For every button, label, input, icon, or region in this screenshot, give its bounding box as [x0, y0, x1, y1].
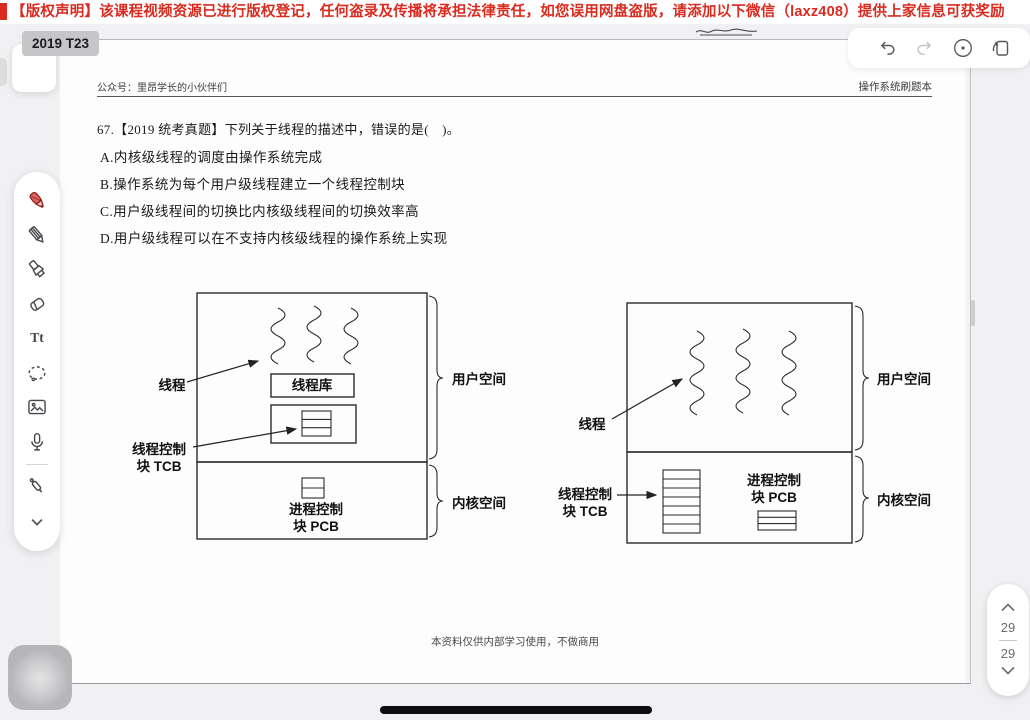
laser-pointer-icon — [29, 478, 43, 493]
redo-button[interactable] — [914, 37, 936, 59]
document-tab-label: 2019 T23 — [32, 36, 90, 51]
microphone-tool[interactable] — [22, 427, 52, 457]
chevron-down-icon — [31, 518, 43, 526]
rotate-page-icon — [992, 40, 1009, 56]
highlighter-tool[interactable] — [22, 254, 52, 284]
page-number-divider — [999, 639, 1017, 641]
eraser-icon — [30, 297, 45, 311]
undo-icon — [880, 41, 895, 55]
page-header-rule — [97, 96, 932, 97]
pen-icon — [29, 191, 44, 208]
document-page: 公众号：里昂学长的小伙伴们 操作系统刷题本 67.【2019 统考真题】下列关于… — [60, 39, 971, 684]
edge-handle[interactable] — [0, 58, 7, 86]
current-page-number: 29 — [1000, 619, 1016, 635]
home-indicator-bar[interactable] — [380, 706, 652, 714]
footer-note: 本资料仅供内部学习使用，不做商用 — [431, 637, 599, 648]
drawing-tool-palette: Tt — [14, 172, 60, 551]
lasso-select-tool[interactable] — [22, 358, 52, 388]
pencil-icon — [28, 225, 44, 243]
redo-icon — [917, 41, 932, 55]
option-b: B.操作系统为每个用户级线程建立一个线程控制块 — [100, 177, 406, 192]
banner-marquee-fragment — [0, 3, 7, 20]
undo-button[interactable] — [876, 37, 898, 59]
text-tool[interactable]: Tt — [22, 323, 52, 353]
collapse-palette-button[interactable] — [22, 507, 52, 537]
laser-dot-button[interactable] — [952, 37, 974, 59]
question-text: 67.【2019 统考真题】下列关于线程的描述中，错误的是( )。 — [97, 122, 461, 137]
insert-image-tool[interactable] — [22, 392, 52, 422]
image-icon — [28, 399, 46, 415]
page-header-left: 公众号：里昂学长的小伙伴们 — [97, 83, 227, 94]
chevron-up-icon — [1001, 602, 1015, 611]
laser-dot-icon — [954, 39, 972, 57]
option-d: D.用户级线程可以在不支持内核级线程的操作系统上实现 — [100, 231, 448, 246]
eraser-tool[interactable] — [22, 289, 52, 319]
lasso-icon — [28, 365, 46, 381]
highlighter-icon — [28, 260, 45, 278]
palette-divider — [26, 464, 48, 465]
option-a: A.内核级线程的调度由操作系统完成 — [100, 150, 323, 165]
top-action-toolbar — [848, 28, 1030, 68]
page-edge-shade — [964, 40, 970, 683]
option-c: C.用户级线程间的切换比内核级线程间的切换效率高 — [100, 204, 419, 219]
microphone-icon — [31, 432, 44, 451]
pointer-indicator-widget[interactable] — [8, 645, 72, 710]
total-page-number: 29 — [1000, 645, 1016, 661]
scrollbar-thumb[interactable] — [971, 300, 975, 326]
text-tool-icon: Tt — [30, 330, 44, 345]
copyright-banner-text: 【版权声明】该课程视频资源已进行版权登记，任何盗录及传播将承担法律责任，如您误用… — [11, 4, 1005, 20]
laser-pointer-tool[interactable] — [22, 472, 52, 502]
rotate-page-button[interactable] — [990, 37, 1012, 59]
page-header-right: 操作系统刷题本 — [858, 82, 933, 93]
pencil-tool[interactable] — [22, 220, 52, 250]
previous-page-button[interactable] — [999, 600, 1017, 618]
page-navigator: 29 29 — [987, 584, 1029, 696]
copyright-banner: 【版权声明】该课程视频资源已进行版权登记，任何盗录及传播将承担法律责任，如您误用… — [0, 0, 1030, 24]
watermark-scribble — [695, 28, 758, 36]
pen-tool-active[interactable] — [22, 185, 52, 215]
chevron-down-icon — [1001, 666, 1015, 675]
next-page-button[interactable] — [999, 663, 1017, 681]
document-tab[interactable]: 2019 T23 — [22, 31, 100, 56]
